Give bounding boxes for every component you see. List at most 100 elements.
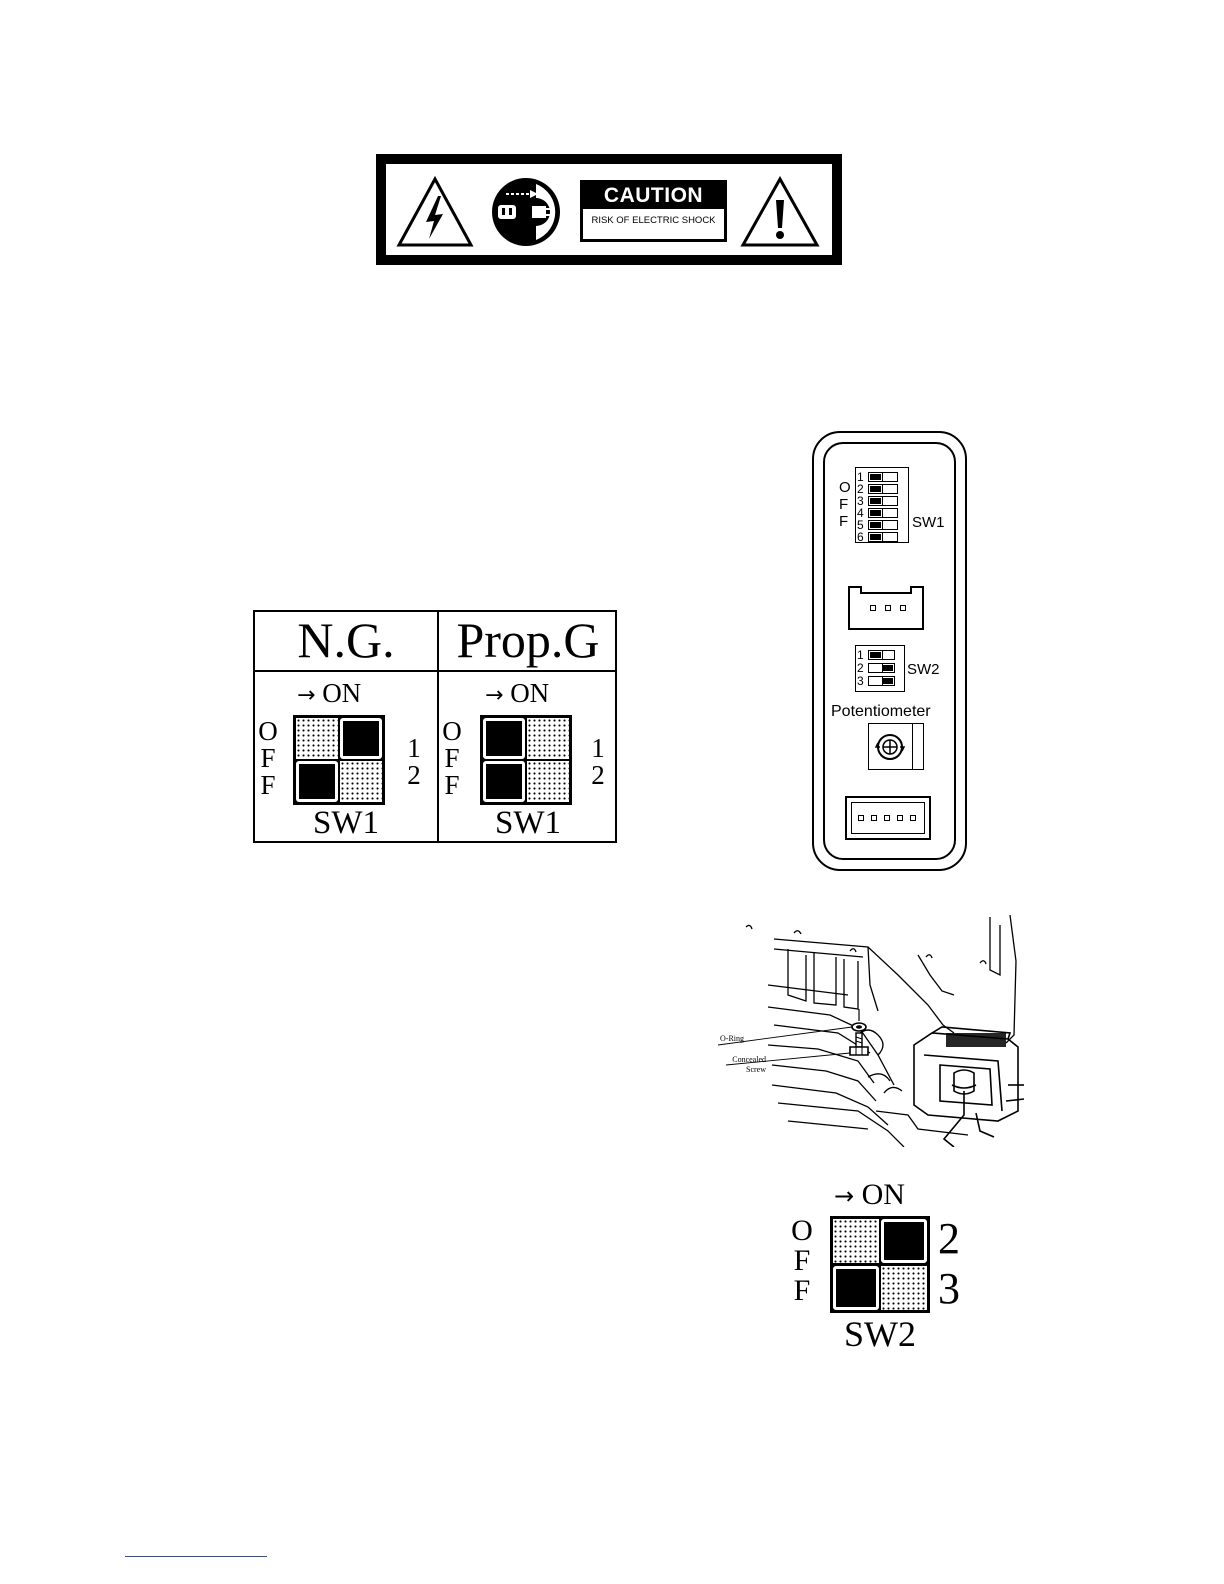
right-arrow-icon: →	[834, 1182, 854, 1210]
caution-text-box: CAUTION RISK OF ELECTRIC SHOCK	[580, 180, 727, 242]
off-letter: F	[441, 772, 463, 799]
off-letter: F	[839, 513, 851, 530]
dip-toggle	[868, 532, 898, 542]
dip-divider	[882, 533, 883, 541]
potentiometer-edge	[912, 724, 913, 769]
dip-number: 3	[857, 676, 864, 687]
connector-pin	[858, 815, 864, 821]
off-letter: F	[441, 745, 463, 772]
connector-pin	[870, 605, 876, 611]
switch-numbers: 1 2	[589, 735, 607, 789]
dip-switch-grid	[480, 715, 572, 805]
off-letter: O	[441, 718, 463, 745]
dip-knob	[870, 474, 881, 480]
control-board-inner: O F F 1 2 3 4 5 6 SW1 1 2 3 SW2 Potentio…	[823, 442, 956, 860]
sw2-label: SW2	[820, 1316, 940, 1352]
switch-number: 1	[589, 735, 607, 762]
gas-valve-illustration: O-Ring Concealed Screw	[718, 915, 1028, 1147]
caution-subtext: RISK OF ELECTRIC SHOCK	[583, 214, 724, 228]
dip-divider	[882, 664, 883, 672]
caution-label-inner: CAUTION RISK OF ELECTRIC SHOCK	[386, 164, 832, 255]
right-arrow-icon: →	[485, 683, 503, 708]
on-text: ON	[322, 678, 361, 708]
on-direction-label: → ON	[297, 679, 361, 710]
connector-pin	[897, 815, 903, 821]
sw1-gas-type-table: N.G. → ON O F F 1 2 SW1 Prop.G → ON O	[253, 610, 617, 843]
dip-toggle	[868, 520, 898, 530]
off-letter: O	[790, 1216, 814, 1246]
caution-label: CAUTION RISK OF ELECTRIC SHOCK	[376, 154, 842, 265]
switch-3-on-cell	[881, 1266, 927, 1310]
dip-knob	[870, 652, 881, 658]
on-text: ON	[862, 1178, 905, 1211]
dip-toggle	[868, 472, 898, 482]
right-arrow-icon: →	[297, 683, 315, 708]
connector-pin	[871, 815, 877, 821]
dip-divider	[882, 497, 883, 505]
switch-1-off-cell	[296, 718, 338, 759]
off-letter: F	[790, 1246, 814, 1276]
switch-2-on-cell	[527, 761, 569, 802]
sw2-dip-switch: 1 2 3	[855, 645, 905, 692]
dip-divider	[882, 485, 883, 493]
dip-knob	[870, 522, 881, 528]
dip-switch-grid	[293, 715, 385, 805]
on-direction-label: → ON	[485, 679, 549, 710]
off-letter: F	[257, 772, 279, 799]
dip-knob	[870, 534, 881, 540]
connector-pin	[910, 815, 916, 821]
dip-divider	[882, 651, 883, 659]
dip-toggle	[868, 496, 898, 506]
off-letter: F	[839, 496, 851, 513]
dip-knob	[870, 510, 881, 516]
concealed-screw-callout: Concealed Screw	[720, 1055, 766, 1075]
switch-number: 2	[405, 762, 423, 789]
off-letter: O	[839, 479, 851, 496]
lightning-warning-icon	[396, 176, 474, 248]
switch-2-on-knob	[881, 1219, 927, 1263]
dip-divider	[882, 677, 883, 685]
switch-number: 2	[934, 1214, 964, 1264]
dip-number: 2	[857, 663, 864, 674]
dip-number: 6	[857, 532, 864, 543]
board-off-letters: O F F	[839, 479, 851, 530]
sw1-dip-switch: 1 2 3 4 5 6	[855, 467, 909, 543]
switch-numbers: 2 3	[934, 1214, 964, 1314]
dip-switch-grid	[830, 1216, 930, 1313]
switch-2-off-knob	[296, 761, 338, 802]
three-pin-connector	[848, 586, 924, 630]
switch-number: 2	[589, 762, 607, 789]
switch-1-on-cell	[527, 718, 569, 759]
sw1-board-label: SW1	[912, 514, 945, 531]
connector-latch	[860, 586, 912, 594]
gas-valve-drawing	[718, 915, 1028, 1147]
switch-1-off-knob	[483, 718, 525, 759]
connector-pin	[900, 605, 906, 611]
dip-toggle	[868, 508, 898, 518]
connector-pin	[885, 605, 891, 611]
switch-numbers: 1 2	[405, 735, 423, 789]
switch-2-off-knob	[483, 761, 525, 802]
potentiometer-dial-icon	[875, 732, 905, 762]
prop-g-column: Prop.G → ON O F F 1 2 SW1	[437, 612, 617, 841]
potentiometer	[868, 723, 924, 770]
on-direction-label: → ON	[834, 1180, 905, 1211]
sw2-board-label: SW2	[907, 661, 940, 678]
dip-knob	[870, 498, 881, 504]
sw1-label: SW1	[255, 807, 437, 840]
exclamation-warning-icon	[740, 176, 820, 248]
off-letters: O F F	[441, 718, 463, 799]
off-letters: O F F	[790, 1216, 814, 1306]
dip-knob	[883, 665, 893, 671]
dip-divider	[882, 473, 883, 481]
switch-number: 3	[934, 1264, 964, 1314]
dip-knob	[883, 678, 893, 684]
control-board: O F F 1 2 3 4 5 6 SW1 1 2 3 SW2 Potentio…	[812, 431, 967, 871]
off-letter: F	[790, 1276, 814, 1306]
ng-column: N.G. → ON O F F 1 2 SW1	[255, 612, 437, 841]
caution-heading: CAUTION	[583, 183, 724, 209]
potentiometer-label: Potentiometer	[831, 703, 931, 721]
dip-divider	[882, 521, 883, 529]
ng-heading: N.G.	[255, 612, 437, 672]
switch-2-off-cell	[833, 1219, 879, 1263]
